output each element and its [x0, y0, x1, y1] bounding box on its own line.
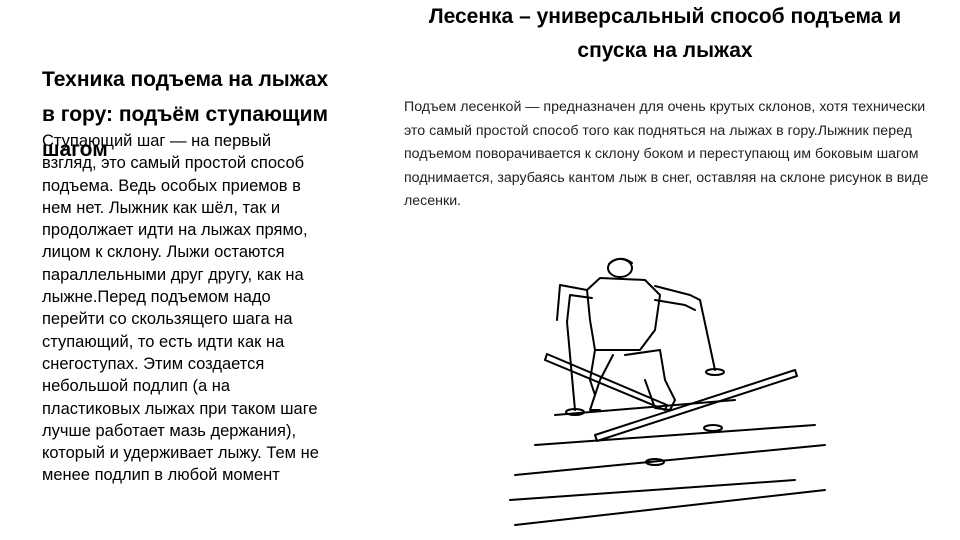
- left-section-body: Ступающий шаг — на первый взгляд, это са…: [42, 132, 319, 485]
- left-section-title: Техника подъема на лыжах в гору: подъём …: [42, 68, 329, 161]
- skier-figure: [556, 257, 701, 411]
- skis: [544, 353, 798, 442]
- right-section-title: Лесенка – универсальный способ подъема и…: [428, 5, 902, 62]
- right-section-body: Подъем лесенкой — предназначен для очень…: [404, 99, 929, 210]
- ski-poles: [565, 299, 725, 416]
- ladder-tracks: [509, 399, 826, 526]
- skier-ladder-climb-icon: [509, 257, 826, 526]
